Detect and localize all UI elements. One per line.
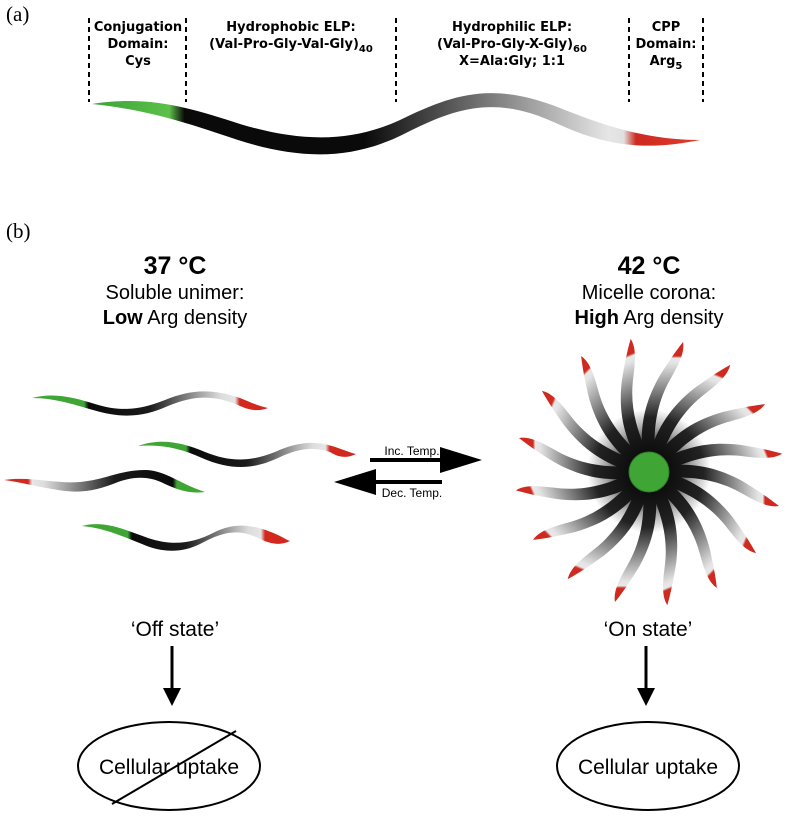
micelle-arm-shape xyxy=(648,364,731,462)
micelle-arm xyxy=(541,390,639,473)
cellular-uptake-ellipse xyxy=(556,721,740,811)
uptake-strike-line xyxy=(111,730,237,805)
svg-text:(Val-Pro-Gly-Val-Gly)40: (Val-Pro-Gly-Val-Gly)40 xyxy=(209,37,373,55)
off-down-arrow-head xyxy=(163,688,181,706)
micelle-core xyxy=(628,451,670,493)
micelle-arm-shape xyxy=(567,482,650,580)
micelle-arm xyxy=(641,342,684,458)
unimer-chain xyxy=(32,391,268,416)
panel-b-label: (b) xyxy=(6,219,31,243)
micelle-arm-shape xyxy=(659,471,757,554)
micelle-arm-shape xyxy=(515,471,639,501)
svg-text:X=Ala:Gly; 1:1: X=Ala:Gly; 1:1 xyxy=(459,54,565,69)
micelle-arm xyxy=(659,471,757,554)
dec-temp-label: Dec. Temp. xyxy=(382,486,442,500)
micelle-arm-shape xyxy=(659,443,783,473)
domain-label-hydrophilic: Hydrophilic ELP: (Val-Pro-Gly-X-Gly)60 X… xyxy=(437,20,587,69)
svg-text:Hydrophobic ELP:: Hydrophobic ELP: xyxy=(226,20,355,35)
elp-polymer-chain xyxy=(92,93,700,155)
micelle-arm xyxy=(663,464,779,507)
micelle-arm-shape xyxy=(663,464,779,507)
high-density-label: High Arg density xyxy=(575,307,724,329)
low-density-label: Low Arg density xyxy=(103,307,248,329)
svg-text:Conjugation: Conjugation xyxy=(94,20,182,35)
micelle-arm xyxy=(648,482,678,606)
micelle-description: Micelle corona: xyxy=(582,282,717,304)
domain-label-cpp: CPP Domain: Arg5 xyxy=(636,20,697,72)
micelle-arm-shape xyxy=(541,390,639,473)
micelle-arm xyxy=(648,364,731,462)
svg-text:CPP: CPP xyxy=(652,20,681,35)
svg-text:Domain:: Domain: xyxy=(108,37,169,52)
svg-text:Arg5: Arg5 xyxy=(650,54,683,72)
off-state-label: ‘Off state’ xyxy=(131,618,219,641)
panel-a-label: (a) xyxy=(6,2,29,26)
micelle-arm-shape xyxy=(519,437,635,480)
cellular-uptake-label: Cellular uptake xyxy=(578,756,718,779)
micelle-arm xyxy=(620,338,650,462)
domain-label-cys: Conjugation Domain: Cys xyxy=(94,20,182,69)
svg-text:Hydrophilic ELP:: Hydrophilic ELP: xyxy=(452,20,572,35)
micelle-arm xyxy=(519,437,635,480)
micelle-arm xyxy=(659,443,783,473)
micelle-arm-shape xyxy=(641,342,684,458)
on-state-label: ‘On state’ xyxy=(604,618,693,641)
micelle-arm-shape xyxy=(614,486,657,602)
micelle-arm xyxy=(567,482,650,580)
unimer-chain xyxy=(82,524,290,551)
micelle xyxy=(515,338,783,606)
micelle-arm-shape xyxy=(648,482,678,606)
micelle-arm xyxy=(515,471,639,501)
svg-text:Cys: Cys xyxy=(125,54,151,69)
domain-label-hydrophobic: Hydrophobic ELP: (Val-Pro-Gly-Val-Gly)40 xyxy=(209,20,373,55)
micelle-arm-shape xyxy=(620,338,650,462)
on-down-arrow-head xyxy=(637,688,655,706)
forward-arrow-head xyxy=(440,447,482,473)
unimer-description: Soluble unimer: xyxy=(106,282,245,304)
inc-temp-label: Inc. Temp. xyxy=(384,444,439,458)
svg-text:Domain:: Domain: xyxy=(636,37,697,52)
reverse-arrow-head xyxy=(334,469,376,495)
cellular-uptake-blocked-label: Cellular uptake xyxy=(99,756,239,779)
svg-text:(Val-Pro-Gly-X-Gly)60: (Val-Pro-Gly-X-Gly)60 xyxy=(437,37,587,55)
temp-37: 37 °C xyxy=(144,252,207,280)
temp-42: 42 °C xyxy=(618,252,681,280)
unimer-chain xyxy=(4,470,205,493)
micelle-arm xyxy=(614,486,657,602)
unimer-chain xyxy=(138,441,356,467)
